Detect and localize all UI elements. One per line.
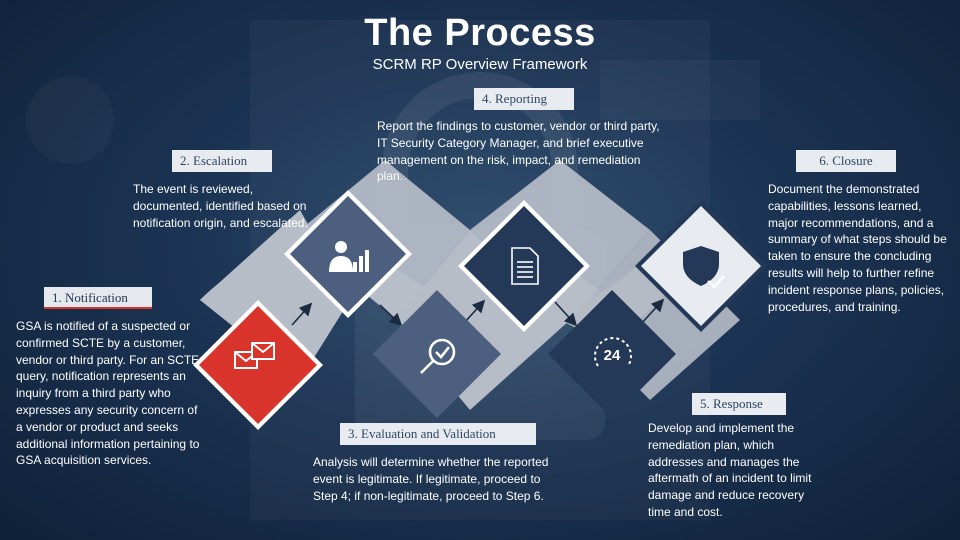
step-4-diamond xyxy=(458,200,590,332)
shield-check-icon xyxy=(683,246,725,289)
step-6-label: 6. Closure xyxy=(796,150,896,172)
step-3-label: 3. Evaluation and Validation xyxy=(340,423,536,445)
step-2-description: The event is reviewed, documented, ident… xyxy=(133,182,308,230)
step-3-diamond xyxy=(373,290,501,418)
document-icon xyxy=(511,247,539,285)
24-hour-icon: 24 xyxy=(594,337,632,367)
step-5-description: Develop and implement the remediation pl… xyxy=(648,421,812,519)
step-4-description: Report the findings to customer, vendor … xyxy=(377,119,660,184)
step-5-label: 5. Response xyxy=(692,393,786,415)
arrow-5-6 xyxy=(640,298,665,325)
envelopes-icon xyxy=(234,342,275,369)
step-2-diamond xyxy=(284,190,412,318)
arrow-1-2 xyxy=(291,302,313,326)
page-subtitle: SCRM RP Overview Framework xyxy=(372,56,588,73)
step-1-diamond xyxy=(193,300,323,430)
arrow-3-4 xyxy=(464,299,486,323)
24-hour-label: 24 xyxy=(604,347,621,364)
page-title: The Process xyxy=(364,12,596,54)
step-3-description: Analysis will determine whether the repo… xyxy=(313,455,549,503)
step-6-diamond xyxy=(635,200,767,332)
person-chart-icon xyxy=(329,241,369,272)
step-5-diamond: 24 xyxy=(548,290,676,418)
step-6-description: Document the demonstrated capabilities, … xyxy=(768,182,947,314)
step-2-label: 2. Escalation xyxy=(172,150,272,172)
step-1-description: GSA is notified of a suspected or confir… xyxy=(16,319,200,468)
step-4-label: 4. Reporting xyxy=(474,88,574,110)
magnifier-check-icon xyxy=(420,338,456,374)
step-1-label: 1. Notification xyxy=(44,287,152,309)
arrow-4-5 xyxy=(554,301,578,327)
arrow-2-3 xyxy=(379,304,403,327)
